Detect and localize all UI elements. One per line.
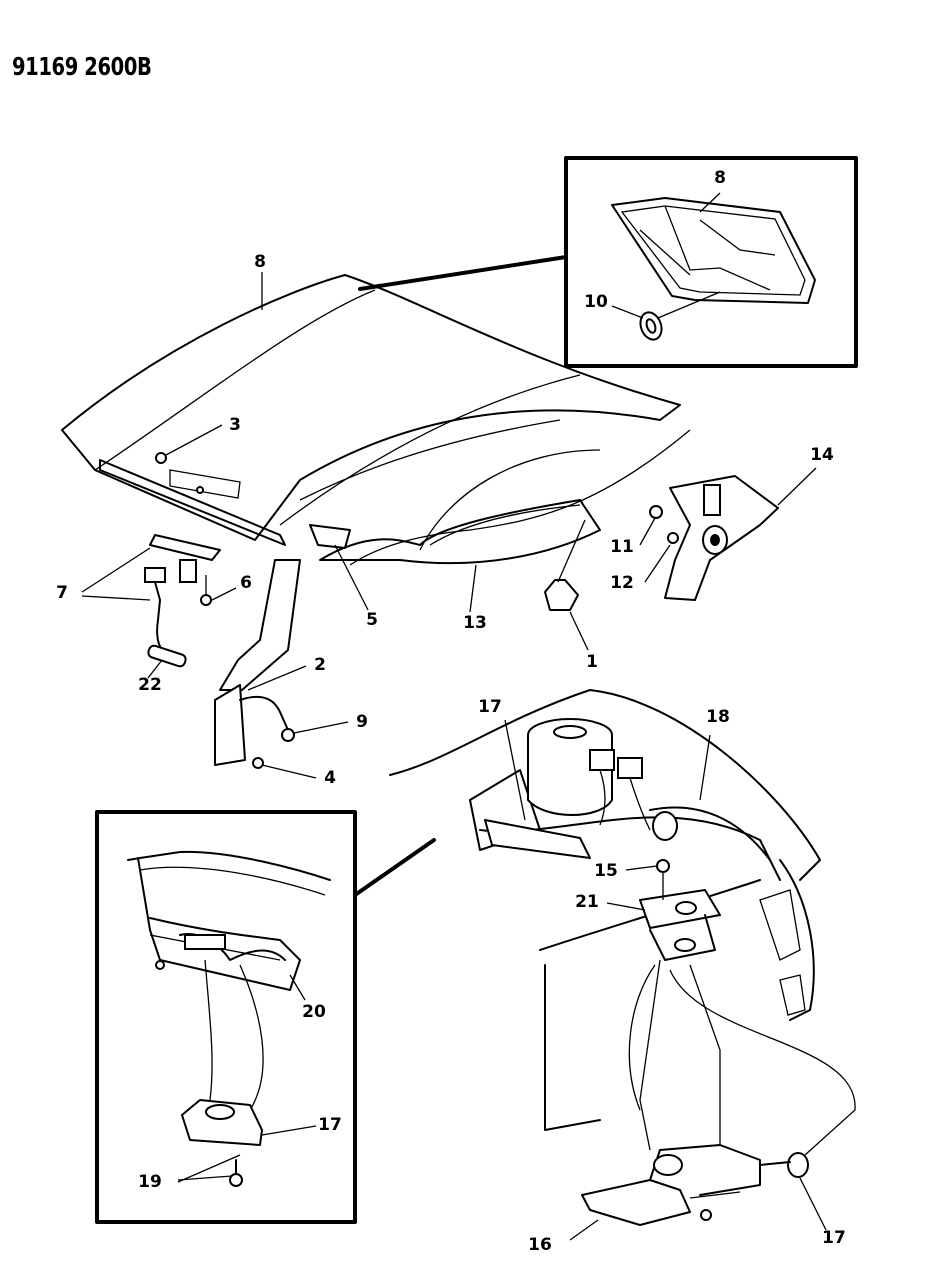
callout-3: 3 [229,415,241,435]
callout-8: 8 [254,252,266,272]
hood-panel [61,272,691,566]
hood-support-rod [214,524,477,779]
callout-17: 17 [478,697,502,717]
inset-release-handle [95,810,357,1224]
callout-5: 5 [366,610,378,630]
callout-17: 17 [318,1115,342,1135]
hood-release-bracket [639,467,817,601]
callout-20: 20 [302,1002,326,1022]
callout-21: 21 [575,892,599,912]
callout-1: 1 [586,652,598,672]
callout-8: 8 [714,168,726,188]
callout-19: 19 [138,1172,162,1192]
callout-18: 18 [706,707,730,727]
callout-6: 6 [240,573,252,593]
hood-latch-assembly [81,534,237,679]
callout-16: 16 [528,1235,552,1255]
callout-11: 11 [610,537,634,557]
callout-10: 10 [584,292,608,312]
callout-15: 15 [594,861,618,881]
callout-2: 2 [314,655,326,675]
callout-4: 4 [324,768,336,788]
callout-17: 17 [822,1228,846,1248]
hood-bumper [544,519,589,651]
inset-hood-panel [564,156,858,368]
callout-13: 13 [463,613,487,633]
callout-7: 7 [56,583,68,603]
callout-12: 12 [610,573,634,593]
document-number: 91169 2600B [12,52,152,81]
callout-14: 14 [810,445,834,465]
callout-22: 22 [138,675,162,695]
engine-compartment [389,689,856,1241]
callout-9: 9 [356,712,368,732]
